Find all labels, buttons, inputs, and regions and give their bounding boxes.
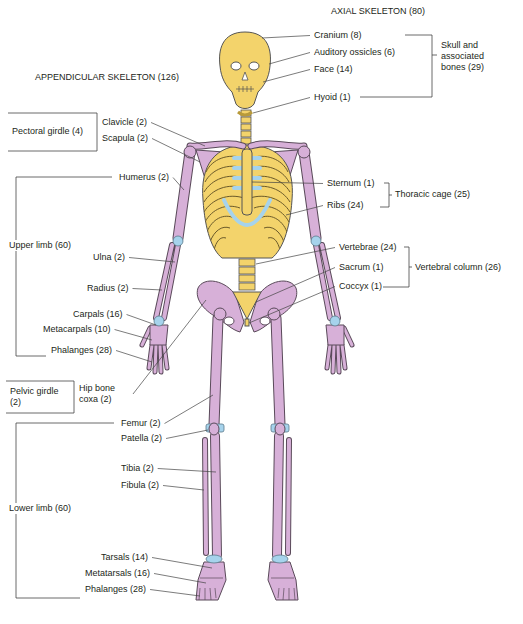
bone-label: Ribs (24) xyxy=(326,200,365,211)
bone-label: Coccyx (1) xyxy=(338,281,383,292)
bone-label: Pelvic girdle (2) xyxy=(9,386,71,408)
spine-bracket xyxy=(382,247,412,287)
pectoral-bracket xyxy=(8,113,97,151)
skull-bracket xyxy=(360,35,437,97)
cartilage xyxy=(154,236,340,563)
bone-label: Scapula (2) xyxy=(101,133,149,144)
bone-label: Tibia (2) xyxy=(120,463,155,474)
leader-line xyxy=(133,300,206,394)
bone-label: Thoracic cage (25) xyxy=(394,189,471,200)
limb-bones-outline xyxy=(142,144,352,555)
leader-line xyxy=(165,395,213,424)
leader-line xyxy=(154,574,206,584)
rib-cage xyxy=(203,145,293,258)
bone-heads xyxy=(150,146,344,600)
leader-line xyxy=(127,315,156,326)
leader-line xyxy=(256,248,335,265)
bone-label: Metacarpals (10) xyxy=(42,324,112,335)
bone-label: Upper limb (60) xyxy=(8,240,72,251)
leader-line xyxy=(163,486,204,491)
bone-label: Cranium (8) xyxy=(313,30,363,41)
bone-label: Hip bone coxa (2) xyxy=(78,383,130,405)
bone-label: Hyoid (1) xyxy=(313,92,352,103)
leader-line xyxy=(152,139,200,163)
hip-bone xyxy=(197,281,297,332)
leader-line xyxy=(256,268,335,303)
bone-label: Skull and associated bones (29) xyxy=(440,40,504,73)
foot-lines xyxy=(199,578,295,600)
bone-label: Lower limb (60) xyxy=(8,503,72,514)
leader-line xyxy=(158,469,216,473)
leader-line xyxy=(151,123,205,147)
bone-label: Patella (2) xyxy=(120,433,163,444)
skull xyxy=(220,32,271,109)
leader-line xyxy=(252,182,323,184)
sacrum xyxy=(233,292,261,326)
bone-label: Face (14) xyxy=(313,64,354,75)
bone-label: Carpals (16) xyxy=(72,309,124,320)
bone-label: Tarsals (14) xyxy=(100,552,149,563)
section-heading: APPENDICULAR SKELETON (126) xyxy=(34,72,180,83)
leader-line xyxy=(166,430,208,439)
bone-label: Femur (2) xyxy=(120,418,162,429)
leader-line xyxy=(116,351,152,363)
bone-label: Phalanges (28) xyxy=(50,345,113,356)
bone-label: Metatarsals (16) xyxy=(84,568,151,579)
bone-label: Clavicle (2) xyxy=(101,117,148,128)
bone-label: Radius (2) xyxy=(86,283,130,294)
bone-label: Fibula (2) xyxy=(120,480,160,491)
leader-line xyxy=(253,98,310,114)
leader-line xyxy=(115,330,152,341)
bone-label: Sacrum (1) xyxy=(338,262,385,273)
leader-line xyxy=(263,70,310,83)
leader-line xyxy=(129,258,175,263)
leader-line xyxy=(150,590,200,597)
bone-label: Ulna (2) xyxy=(92,252,126,263)
bone-label: Sternum (1) xyxy=(326,178,376,189)
bone-label: Pectoral girdle (4) xyxy=(11,126,84,137)
vertebrae xyxy=(239,110,255,290)
leader-line xyxy=(286,206,323,216)
hyoid xyxy=(238,112,252,115)
leader-line xyxy=(173,178,184,191)
section-heading: AXIAL SKELETON (80) xyxy=(330,6,426,17)
bone-label: Vertebrae (24) xyxy=(338,242,398,253)
bone-label: Auditory ossicles (6) xyxy=(313,47,396,58)
limb-bones xyxy=(142,144,352,555)
bone-label: Vertebral column (26) xyxy=(414,262,502,273)
leader-line xyxy=(133,289,162,291)
upper-limb-bracket xyxy=(16,177,112,356)
leader-line xyxy=(249,287,335,324)
leader-line xyxy=(269,53,310,65)
patella xyxy=(209,423,285,435)
leader-line xyxy=(262,36,310,39)
leader-line xyxy=(152,558,212,569)
thorax-bracket xyxy=(380,183,392,207)
bone-label: Phalanges (28) xyxy=(84,584,147,595)
bone-label: Humerus (2) xyxy=(118,172,170,183)
pelvic-bracket xyxy=(6,381,74,413)
